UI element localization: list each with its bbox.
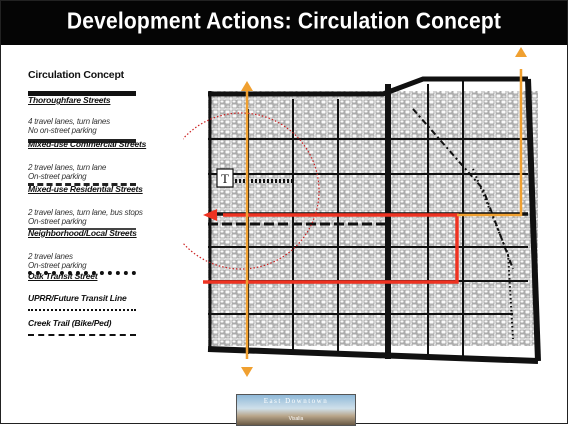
legend-line-local [28, 228, 136, 230]
transit-stop-label: T [221, 171, 229, 186]
orange-arrows [245, 69, 523, 359]
title-bar: Development Actions: Circulation Concept [1, 1, 567, 45]
legend-desc-local-2: On-street parking [28, 261, 87, 270]
red-route [203, 213, 459, 284]
legend-heading: Circulation Concept [28, 69, 124, 81]
legend-line-creek-trail [28, 334, 136, 336]
legend-line-commercial [28, 139, 136, 143]
transit-stop-marker: T [216, 168, 234, 188]
east-downtown-logo: East Downtown Visalia [236, 394, 356, 426]
legend-desc-thoroughfare-2: No on-street parking [28, 126, 97, 135]
slide-title: Development Actions: Circulation Concept [66, 9, 502, 34]
legend-label-local: Neighborhood/Local Streets [28, 228, 137, 238]
map-blocks [208, 91, 538, 346]
legend-label-residential: Mixed-use Residential Streets [28, 184, 143, 194]
legend-line-uprr [28, 309, 136, 311]
legend-desc-commercial-1: 2 travel lanes, turn lane [28, 163, 107, 172]
logo-title: East Downtown [263, 397, 329, 405]
legend-label-uprr: UPRR/Future Transit Line [28, 293, 127, 303]
arrowhead-up-right [515, 47, 527, 57]
arrowhead-up-left [241, 81, 253, 91]
legend-line-thoroughfare [28, 91, 136, 96]
legend-label-thoroughfare: Thoroughfare Streets [28, 95, 111, 105]
logo-subtitle: Visalia [288, 416, 304, 422]
legend-line-oak-transit [28, 271, 136, 275]
red-route-arrowhead [203, 209, 217, 221]
legend: Circulation Concept Thoroughfare Streets… [28, 69, 178, 336]
legend-desc-commercial-2: On-street parking [28, 172, 87, 181]
circulation-map: T [183, 69, 541, 364]
focus-circle [183, 112, 320, 270]
legend-line-residential [28, 183, 136, 186]
legend-desc-residential-2: On-street parking [28, 217, 87, 226]
legend-label-oak-transit: Oak Transit Street [28, 271, 98, 281]
legend-label-commercial: Mixed-use Commercial Streets [28, 139, 147, 149]
arrowhead-down [241, 367, 253, 377]
legend-desc-thoroughfare-1: 4 travel lanes, turn lanes [28, 117, 110, 126]
legend-desc-local-1: 2 travel lanes [28, 252, 73, 261]
legend-desc-residential-1: 2 travel lanes, turn lane, bus stops [28, 208, 143, 217]
legend-label-creek-trail: Creek Trail (Bike/Ped) [28, 318, 112, 328]
